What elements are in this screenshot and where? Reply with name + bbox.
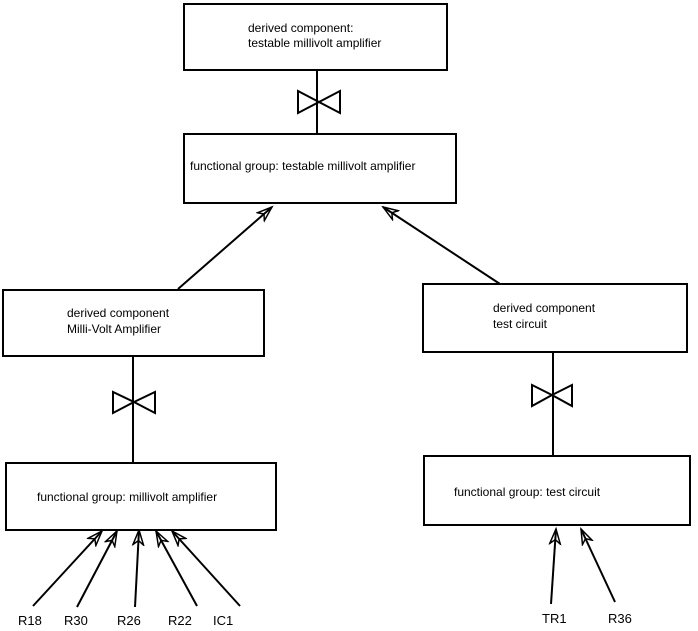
arrow-r26 [135,530,139,608]
box-functional-group-millivolt-amplifier [5,462,277,531]
label-line: Milli-Volt Amplifier [67,322,162,336]
arrow-ic1 [172,531,241,607]
bowtie-icon-right [531,383,573,408]
component-label-r30: R30 [64,613,88,628]
label-line: functional group: millivolt amplifier [37,490,218,504]
box-functional-group-testable-millivolt-amplifier [183,133,457,204]
label-line: testable millivolt amplifier [248,36,382,50]
label-derived-milli-volt-amplifier: derived component Milli-Volt Amplifier [67,305,169,337]
label-derived-testable-millivolt-amplifier: derived component: testable millivolt am… [248,21,381,51]
label-line: functional group: testable millivolt amp… [190,159,416,173]
component-label-r18: R18 [18,613,42,628]
component-label-r26: R26 [117,613,141,628]
label-line: derived component [493,301,596,315]
component-label-ic1: IC1 [213,613,234,628]
label-line: derived component [67,306,170,320]
label-line: derived component: [248,21,354,35]
label-functional-group-test-circuit: functional group: test circuit [454,485,600,500]
label-line: functional group: test circuit [454,485,601,499]
component-label-r22: R22 [168,613,192,628]
component-label-r36: R36 [608,611,632,626]
arrow-r30 [76,531,117,608]
box-derived-test-circuit [422,283,688,353]
box-derived-testable-millivolt-amplifier [183,3,448,71]
arrow-r22 [156,531,198,607]
component-label-tr1: TR1 [542,611,567,626]
arrow-derived-mv-to-fg-testable [177,207,272,290]
label-functional-group-testable-millivolt-amplifier: functional group: testable millivolt amp… [190,159,415,174]
arrow-r18 [32,531,102,607]
arrow-tr1 [551,529,556,605]
arrow-r36 [581,529,616,603]
bowtie-icon-left [112,390,156,415]
label-derived-test-circuit: derived component test circuit [493,300,595,332]
label-functional-group-millivolt-amplifier: functional group: millivolt amplifier [37,490,217,505]
arrow-derived-tc-to-fg-testable [383,207,501,285]
box-functional-group-test-circuit [423,455,691,526]
label-line: test circuit [493,317,548,331]
bowtie-icon-top [297,89,341,115]
box-derived-milli-volt-amplifier [2,289,265,357]
